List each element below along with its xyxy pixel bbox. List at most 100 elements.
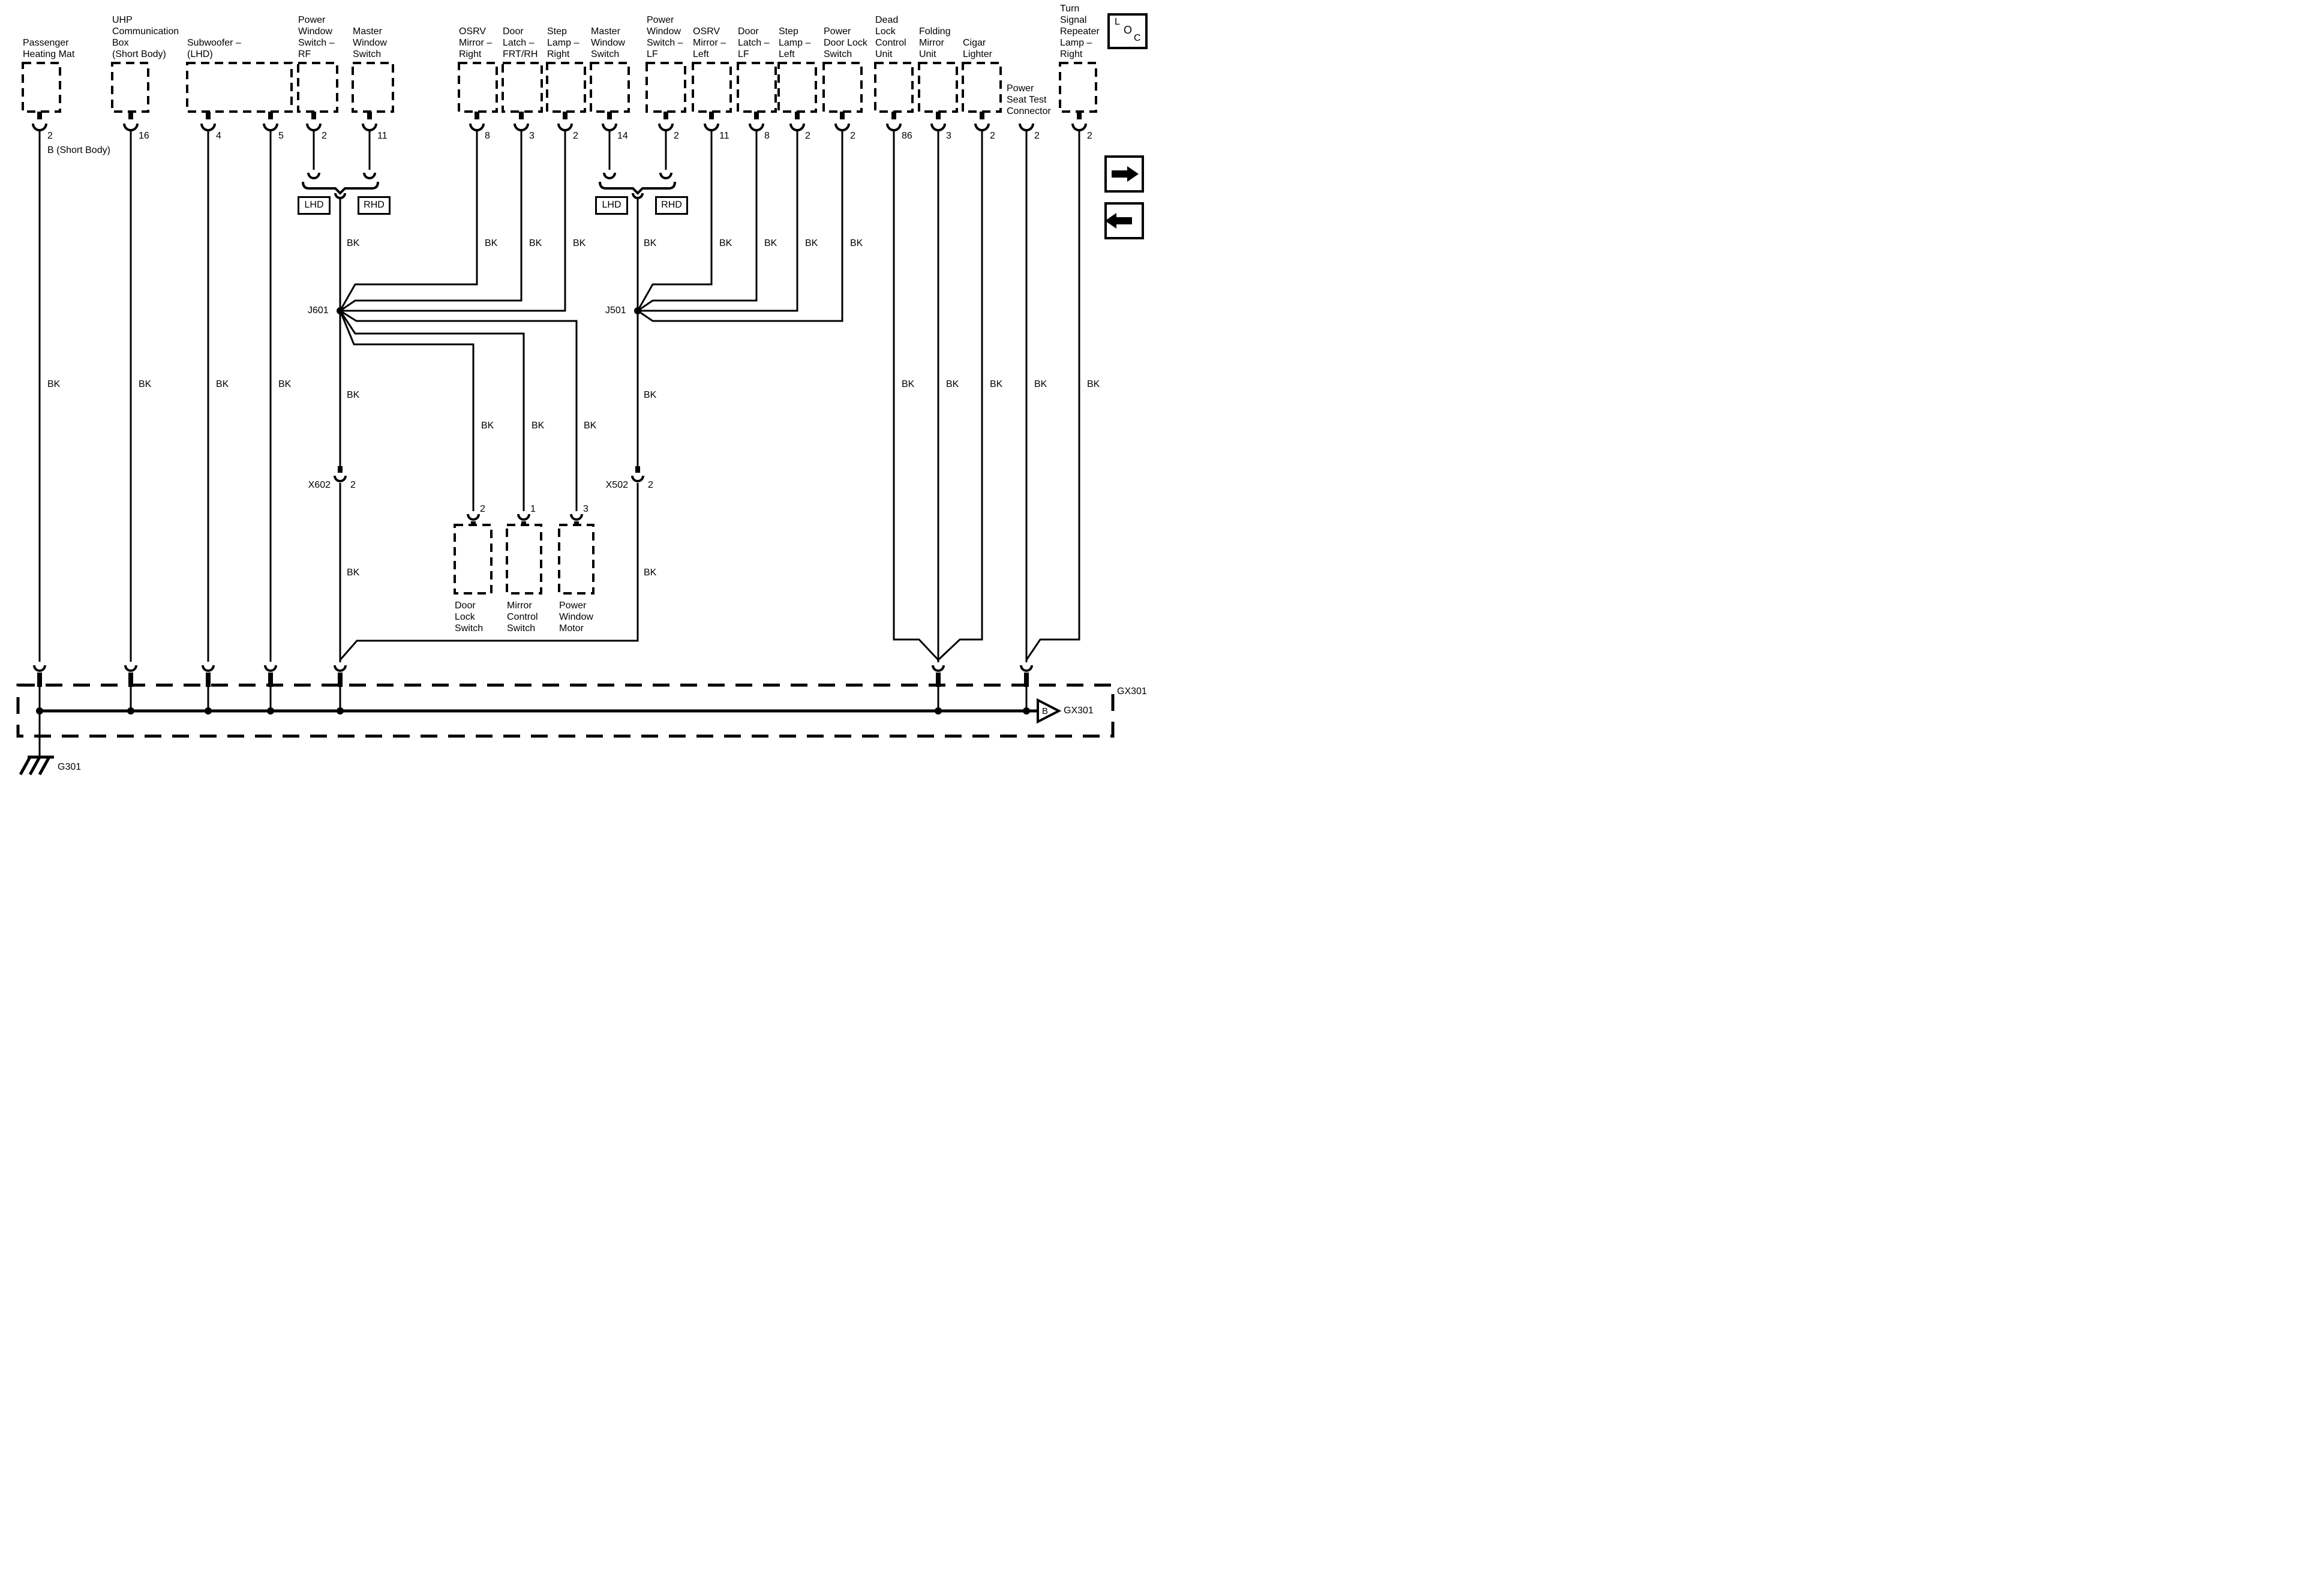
connector-symbol (263, 123, 278, 131)
wire-color-label: BK (481, 421, 494, 431)
pin-number: 4 (216, 131, 221, 141)
wire-color-label: BK (47, 379, 61, 389)
wire (339, 131, 478, 311)
wire (893, 131, 939, 661)
pin-number: 14 (617, 131, 628, 141)
connector-symbol (749, 123, 764, 131)
pin-number: 2 (322, 131, 327, 141)
label-power-seat-test-connector: Power Seat Test Connector (1007, 83, 1051, 116)
wire (937, 131, 983, 661)
connector-symbol (264, 665, 277, 672)
box-uhp-communication-box (111, 62, 149, 113)
label-uhp-communication-box: UHP Communication Box (Short Body) (112, 15, 179, 59)
pin-number: 3 (583, 504, 588, 514)
connector-symbol (517, 514, 530, 521)
wire (339, 310, 525, 511)
connector-symbol (469, 123, 485, 131)
lhd-rhd-brace-j601 (302, 181, 379, 195)
wire (636, 131, 713, 311)
label-cigar-lighter: Cigar Lighter (963, 38, 992, 59)
connector-symbol (659, 172, 672, 179)
box-cigar-lighter (962, 62, 1002, 113)
box-step-lamp-left (777, 62, 817, 113)
label-osrv-mirror-right: OSRV Mirror – Right (459, 26, 493, 59)
connector-symbol (886, 123, 902, 131)
variant-tag-rhd: RHD (655, 196, 688, 215)
pin-number: 8 (485, 131, 490, 141)
wire (637, 131, 758, 312)
b-terminal-arrow (1037, 698, 1062, 724)
variant-tag-lhd: LHD (298, 196, 331, 215)
connector-symbol (632, 193, 644, 199)
wire (638, 131, 798, 312)
splice-dot (634, 307, 641, 314)
label-step-lamp-left: Step Lamp – Left (779, 26, 811, 59)
wire-color-label: BK (485, 238, 498, 248)
wire-color-label: BK (902, 379, 915, 389)
connector-symbol (334, 475, 347, 482)
connector-symbol (1020, 665, 1033, 672)
variant-tag-rhd: RHD (358, 196, 391, 215)
pin-number: 2 (1034, 131, 1040, 141)
lhd-rhd-brace-j501 (599, 181, 676, 195)
connector-symbol (631, 475, 644, 482)
splice-dot (36, 707, 43, 715)
connector-symbol (974, 123, 990, 131)
box-step-lamp-right (546, 62, 586, 113)
box-osrv-mirror-left (692, 62, 732, 113)
connector-label-x502: X502 (605, 480, 628, 490)
wire-color-label: BK (1087, 379, 1100, 389)
pin-number: 3 (529, 131, 535, 141)
splice-dot (205, 707, 212, 715)
junction-label-j501: J501 (605, 305, 626, 316)
label-door-latch-frt-rh: Door Latch – FRT/RH (503, 26, 538, 59)
box-door-lock-switch (454, 524, 493, 595)
label-master-window-switch-2: Master Window Switch (591, 26, 625, 59)
label-door-latch-lf: Door Latch – LF (738, 26, 770, 59)
splice-pack-label-gx301: GX301 (1117, 686, 1147, 697)
label-power-window-switch-rf: Power Window Switch – RF (298, 15, 335, 59)
loc-marker-letter: L (1115, 17, 1120, 27)
label-passenger-heating-mat: Passenger Heating Mat (23, 38, 75, 59)
wire-color-label: BK (719, 238, 732, 248)
wire-color-label: BK (584, 421, 597, 431)
terminal-label-b: B (1042, 706, 1049, 716)
label-power-window-switch-lf: Power Window Switch – LF (647, 15, 683, 59)
pin-number: 3 (946, 131, 951, 141)
wiring-diagram-page: Passenger Heating Mat UHP Communication … (0, 0, 1162, 786)
pin-number: 2 (648, 480, 653, 490)
wire (1025, 131, 1080, 661)
pin-number: 5 (278, 131, 284, 141)
wire (340, 310, 578, 511)
connector-symbol (789, 123, 805, 131)
box-power-window-switch-lf (645, 62, 686, 113)
connector-symbol (202, 665, 215, 672)
wire (340, 131, 566, 312)
left-arrow-icon (1105, 213, 1116, 229)
box-subwoofer (186, 62, 293, 113)
wire (339, 483, 639, 661)
pin-number: 11 (719, 131, 729, 141)
wire-color-label: BK (764, 238, 777, 248)
connector-symbol (334, 665, 347, 672)
ground-label-g301: G301 (58, 762, 82, 772)
splice-dot (127, 707, 134, 715)
connector-symbol (1071, 123, 1087, 131)
pin-note-short-body: B (Short Body) (47, 145, 110, 155)
wire-color-label: BK (532, 421, 545, 431)
box-dead-lock-control-unit (874, 62, 914, 113)
wire-color-label: BK (529, 238, 542, 248)
pin-number: 86 (902, 131, 912, 141)
loc-marker-letter: O (1124, 24, 1133, 36)
wire-color-label: BK (850, 238, 863, 248)
splice-dot (267, 707, 274, 715)
box-turn-signal-repeater-lamp (1059, 62, 1097, 113)
label-folding-mirror-unit: Folding Mirror Unit (919, 26, 951, 59)
pin-number: 2 (990, 131, 995, 141)
connector-symbol (124, 665, 137, 672)
connector-symbol (658, 123, 674, 131)
splice-dot (1023, 707, 1030, 715)
box-mirror-control-switch (506, 524, 542, 595)
connector-symbol (363, 172, 376, 179)
pin-number: 8 (764, 131, 770, 141)
